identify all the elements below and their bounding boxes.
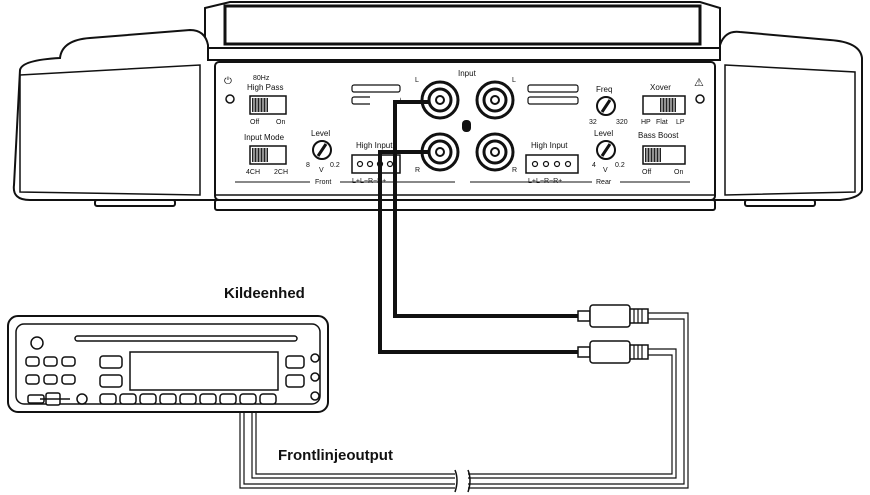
ground-screw-icon: [462, 120, 471, 132]
high-pass-off-label: Off: [250, 119, 259, 126]
rear-level-knob[interactable]: Level 4 V 0.2: [592, 129, 625, 174]
front-section-label: Front: [315, 179, 331, 186]
input-mode-title: Input Mode: [244, 133, 285, 142]
rca-cable-right: [378, 150, 578, 354]
high-pass-freq-label: 80Hz: [253, 75, 270, 82]
front-output-label: Frontlinjeoutput: [278, 447, 393, 464]
rca-jack-rear-left[interactable]: [475, 80, 515, 120]
bass-boost-title: Bass Boost: [638, 131, 679, 140]
rear-high-input-terminal[interactable]: High Input L+L−R−R+ Rear: [470, 141, 690, 186]
xover-lp-label: LP: [676, 119, 685, 126]
freq-title: Freq: [596, 85, 612, 94]
rca-right-label-2: R: [512, 167, 517, 174]
freq-knob[interactable]: Freq 32 320: [589, 85, 628, 126]
rca-left-label-1: L: [415, 77, 419, 84]
status-indicator: ⚠: [694, 77, 705, 104]
input-mode-2ch-label: 2CH: [274, 169, 288, 176]
freq-max: 320: [616, 119, 628, 126]
right-vent-slots: [527, 84, 579, 105]
xover-flat-label: Flat: [656, 119, 668, 126]
high-pass-switch[interactable]: 80Hz High Pass Off On: [247, 75, 287, 126]
rca-left-label-2: L: [512, 77, 516, 84]
power-icon: ⏻: [224, 76, 232, 87]
front-level-max: 0.2: [330, 162, 340, 169]
rear-section-label: Rear: [596, 179, 612, 186]
rear-level-min: 4: [592, 162, 596, 169]
high-pass-title: High Pass: [247, 83, 283, 92]
warning-icon: ⚠: [694, 77, 704, 89]
input-mode-switch[interactable]: Input Mode 4CH 2CH: [244, 133, 288, 176]
source-unit-label: Kildeenhed: [224, 285, 305, 302]
front-high-input-title: High Input: [356, 141, 393, 150]
source-right-buttons[interactable]: [285, 353, 320, 401]
xover-title: Xover: [650, 83, 671, 92]
front-level-min: 8: [306, 162, 310, 169]
bass-boost-switch[interactable]: Bass Boost Off On: [638, 131, 686, 176]
high-pass-on-label: On: [276, 119, 285, 126]
source-left-buttons[interactable]: [25, 355, 123, 388]
twin-rca-cable: [239, 312, 689, 493]
front-level-knob[interactable]: Level 8 V 0.2: [306, 129, 340, 174]
rear-level-title: Level: [594, 129, 613, 138]
bass-boost-on-label: On: [674, 169, 683, 176]
display-screen: [129, 351, 279, 391]
front-level-title: Level: [311, 129, 330, 138]
rear-high-input-title: High Input: [531, 141, 568, 150]
freq-min: 32: [589, 119, 597, 126]
rca-plug-top: [577, 304, 649, 328]
power-indicator: ⏻: [224, 76, 235, 104]
xover-hp-label: HP: [641, 119, 651, 126]
rear-level-max: 0.2: [615, 162, 625, 169]
xover-switch[interactable]: Xover HP Flat LP: [641, 83, 686, 126]
source-preset-buttons[interactable]: [27, 392, 277, 406]
front-level-unit: V: [319, 167, 324, 174]
rca-right-label-1: R: [415, 167, 420, 174]
rear-level-unit: V: [603, 167, 608, 174]
bass-boost-off-label: Off: [642, 169, 651, 176]
cd-slot: [74, 335, 298, 342]
rca-input-title: Input: [458, 69, 477, 78]
power-knob[interactable]: [30, 336, 44, 350]
front-high-input-terminal[interactable]: High Input L+L−R−R+ Front: [235, 141, 455, 186]
rca-plug-bottom: [577, 340, 649, 364]
rca-jack-rear-right[interactable]: [475, 132, 515, 172]
input-mode-4ch-label: 4CH: [246, 169, 260, 176]
source-unit: [7, 315, 329, 413]
